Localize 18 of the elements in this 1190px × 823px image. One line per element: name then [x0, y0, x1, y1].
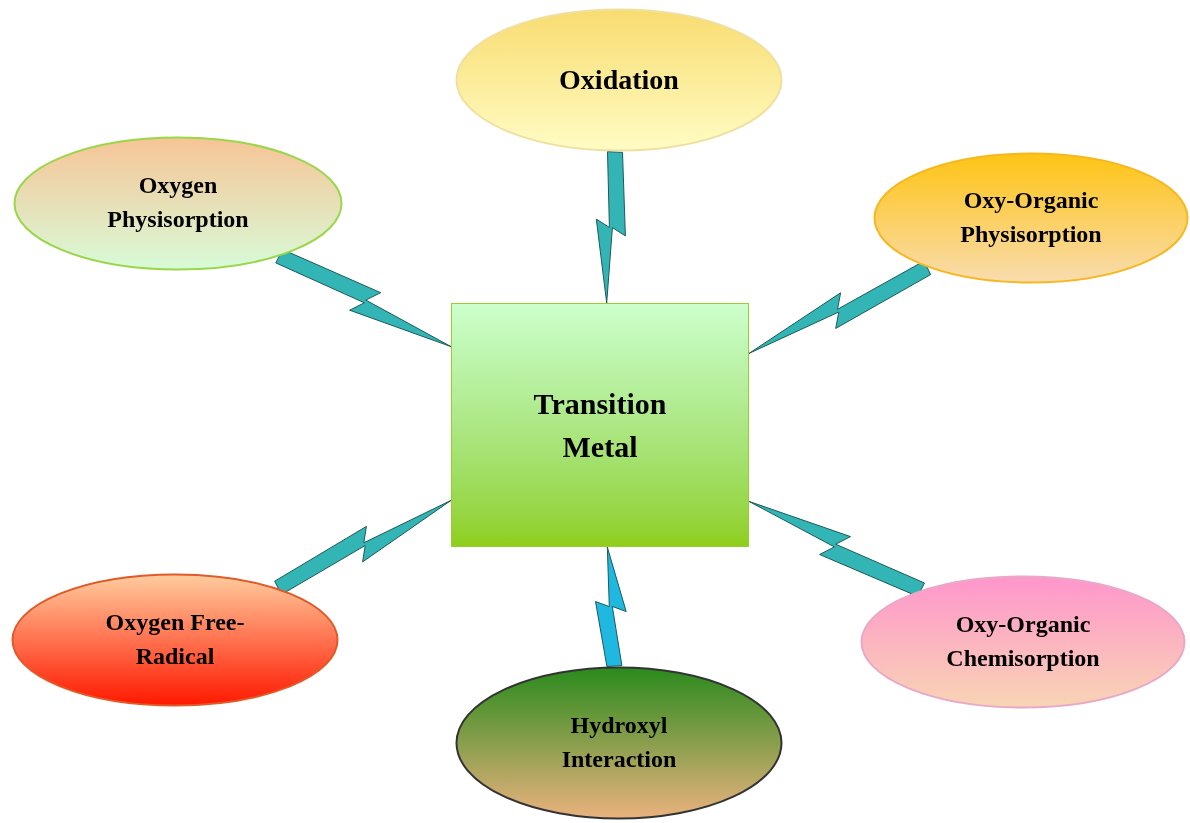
ellipse-node [455, 666, 783, 820]
node-label: Oxidation [558, 63, 680, 98]
ellipse-node [455, 8, 783, 152]
lightning-bolt-connector [595, 151, 626, 304]
node-label: Oxygen Physisorption [106, 171, 250, 234]
ellipse-node [11, 573, 339, 707]
node-label: Oxygen Free-Radical [104, 608, 246, 671]
process-box [451, 303, 749, 547]
ellipse-node [13, 135, 343, 271]
node-label: Hydroxyl Interaction [560, 711, 678, 774]
node-label: Oxy-Organic Chemisorption [945, 610, 1101, 673]
lightning-bolt-connector [595, 546, 627, 667]
lightning-bolt-connector [275, 249, 452, 348]
node-label: Oxy-Organic Physisorption [959, 186, 1103, 249]
ellipse-node [860, 575, 1186, 709]
node-label: Transition Metal [532, 385, 668, 465]
lightning-bolt-connector [748, 500, 925, 597]
ellipse-node [873, 152, 1189, 284]
